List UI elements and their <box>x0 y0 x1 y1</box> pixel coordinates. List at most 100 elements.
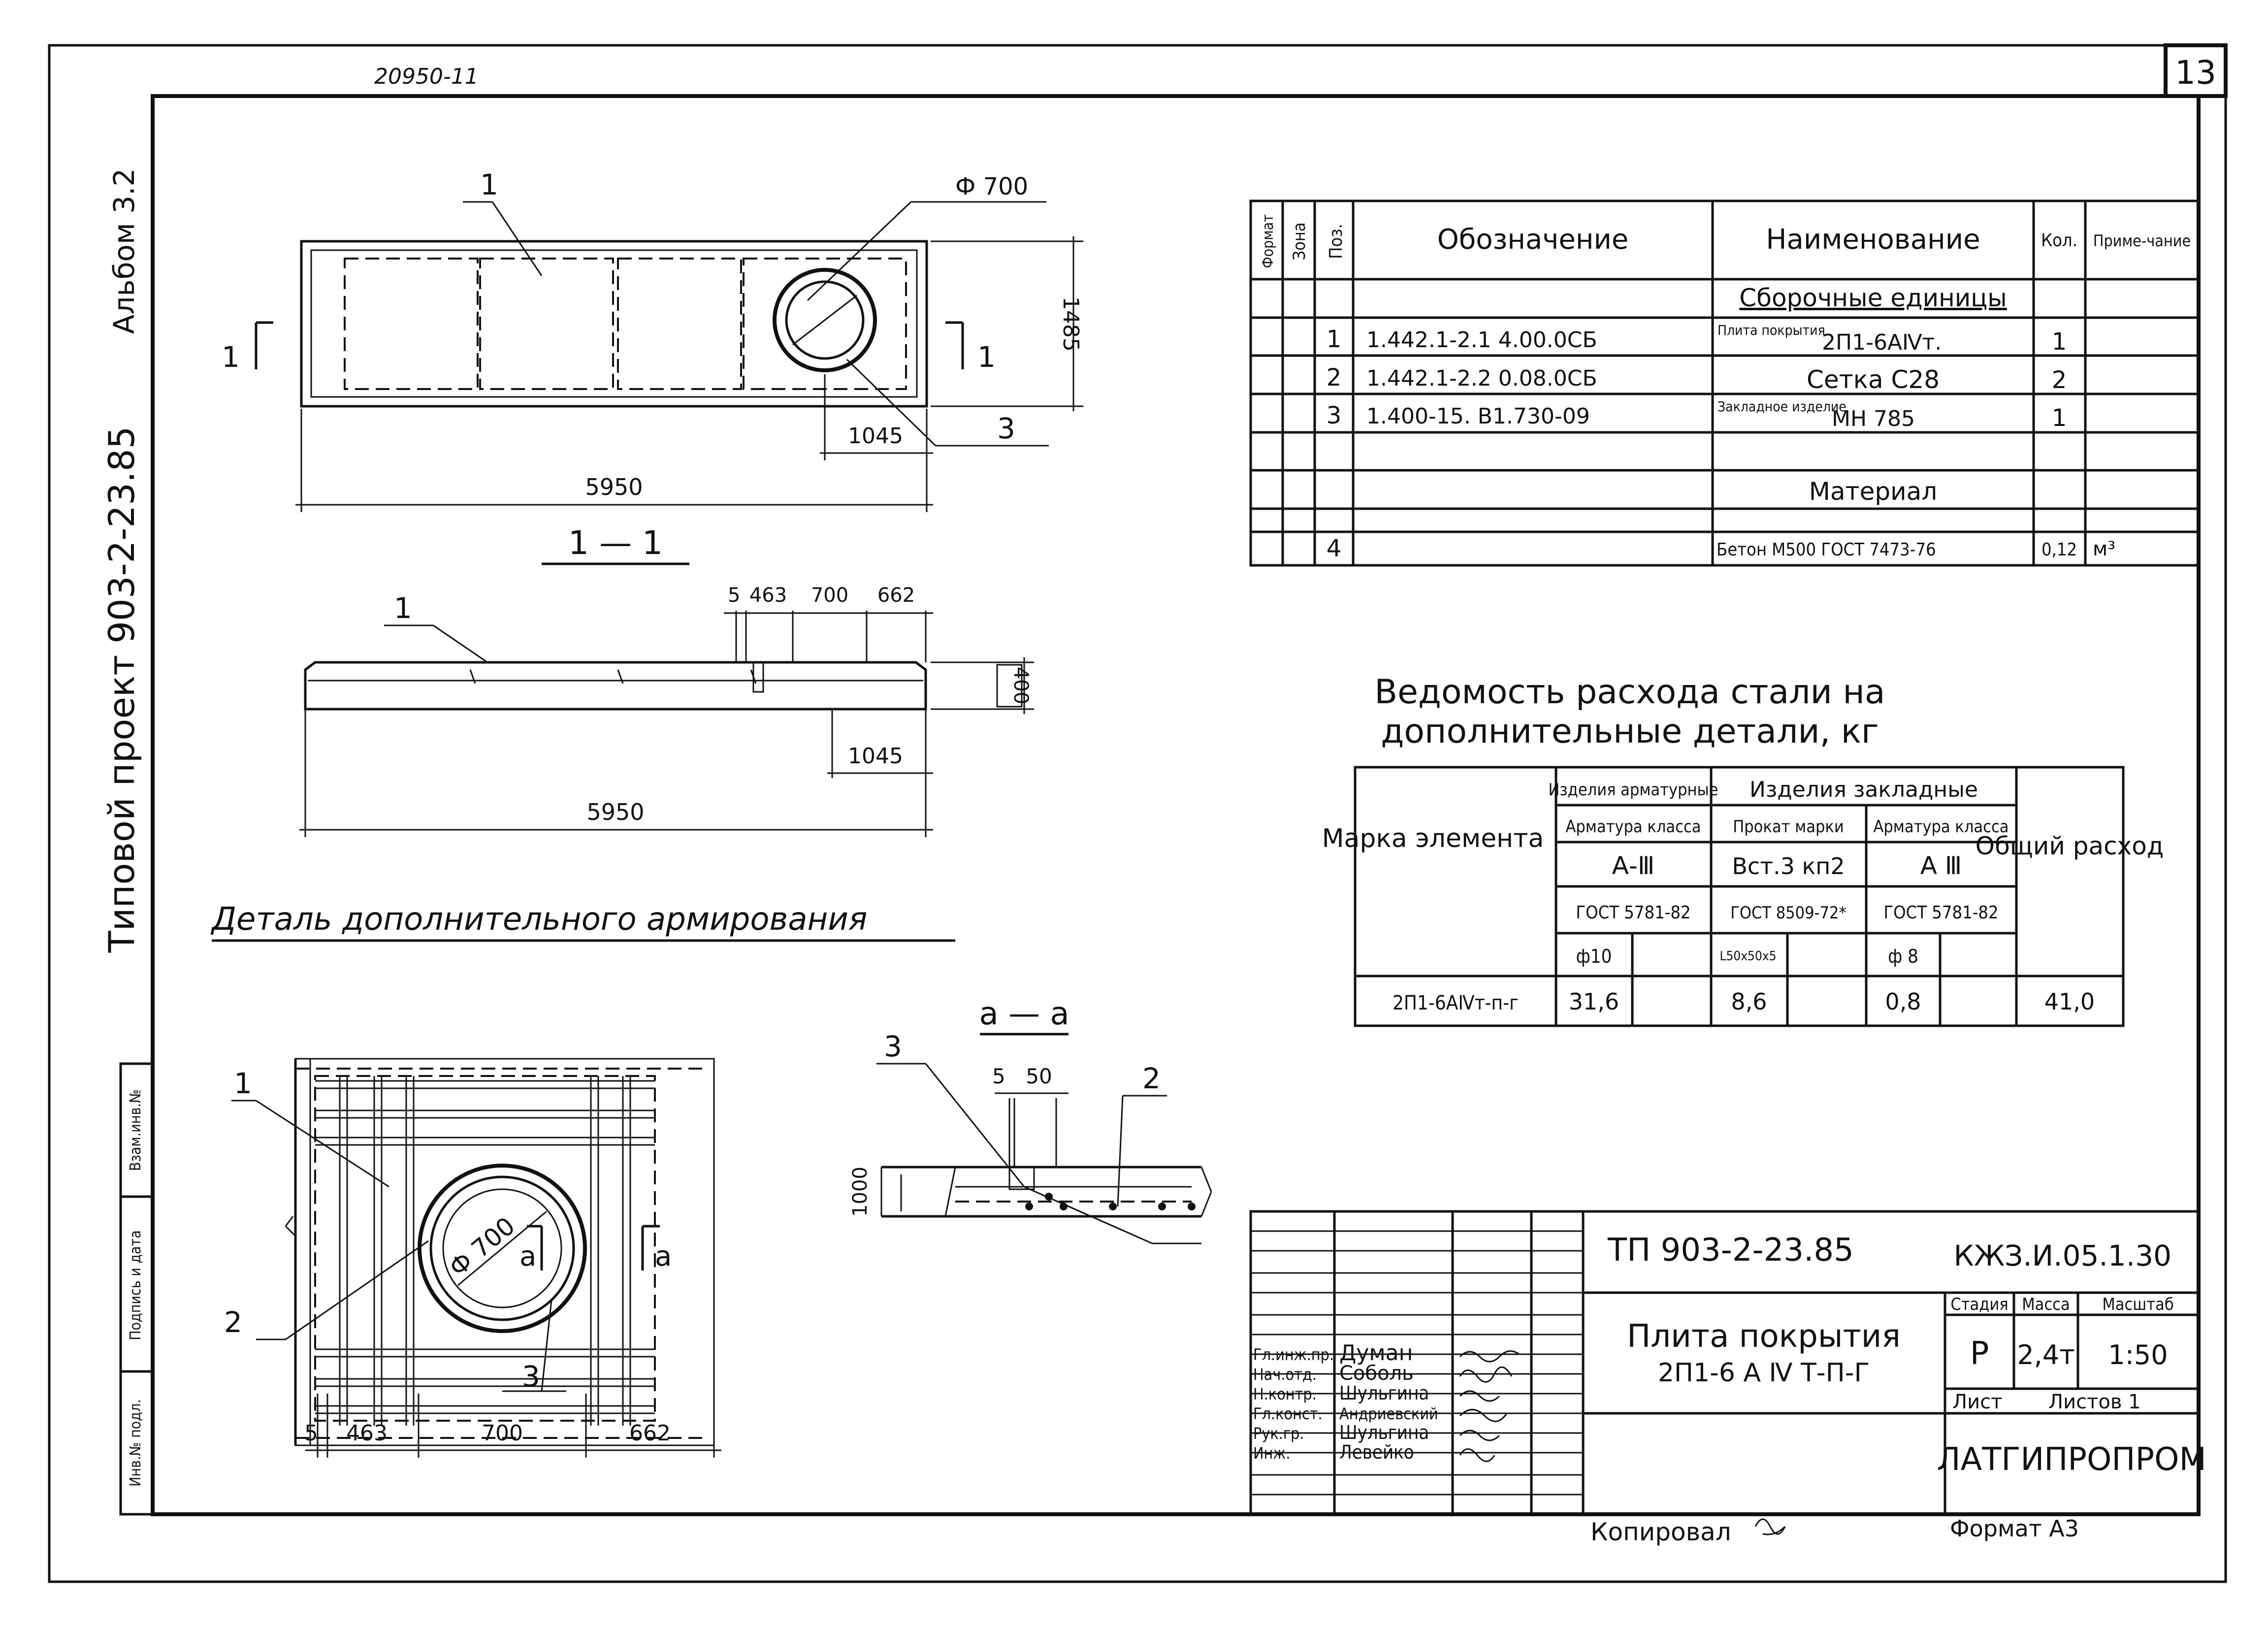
plan-dim-width: 5950 <box>585 474 643 500</box>
spec-mat-note: м³ <box>2093 538 2115 560</box>
plan-dim-offset: 1045 <box>848 424 903 449</box>
section-aa-dim-5: 5 <box>992 1064 1005 1088</box>
steel-title-1: Ведомость расхода стали на <box>1374 673 1885 712</box>
spec-hdr-note: Приме-чание <box>2093 231 2191 250</box>
tb-project: ТП 903-2-23.85 <box>1607 1232 1854 1269</box>
steel-group-arm: Изделия арматурные <box>1549 780 1718 800</box>
steel-class-2: Вст.3 кп2 <box>1732 853 1845 880</box>
steel-val-3: 0,8 <box>1885 988 1921 1015</box>
tb-role-3: Н.контр. <box>1253 1385 1317 1403</box>
section-1-1: 1 — 1 1 5 463 700 662 400 1045 <box>299 524 1034 837</box>
detail-mark-a-right: a <box>655 1240 672 1272</box>
spec-hdr-pos: Поз. <box>1326 224 1346 259</box>
spec-mat-name: Бетон М500 ГОСТ 7473-76 <box>1717 540 1936 560</box>
plan-pos-label: 1 <box>480 168 498 201</box>
spec-row3-name: МН 785 <box>1832 406 1915 431</box>
section-a-a: а — а 1000 5 50 3 2 <box>849 996 1212 1244</box>
steel-sub-prokat: Прокат марки <box>1733 817 1844 837</box>
spec-row3-qty: 1 <box>2052 404 2067 432</box>
tb-org: ЛАТГИПРОПРОМ <box>1937 1441 2206 1478</box>
steel-class-1: А-Ⅲ <box>1612 851 1655 880</box>
section-mark-left: 1 <box>222 340 240 374</box>
steel-size-3: ф 8 <box>1888 945 1918 967</box>
spec-row1-qty: 1 <box>2052 328 2067 356</box>
project-label: Типовой проект 903-2-23.85 <box>101 426 142 953</box>
copied-label: Копировал <box>1590 1518 1731 1546</box>
spec-hdr-zone: Зона <box>1290 222 1309 260</box>
detail-dim-662: 662 <box>629 1421 671 1446</box>
detail-label-1: 1 <box>234 1067 252 1100</box>
spec-mat-qty: 0,12 <box>2041 540 2077 560</box>
spec-hdr-qty: Кол. <box>2041 230 2077 251</box>
section-dim-1045: 1045 <box>848 744 903 769</box>
format-label: Формат А3 <box>1950 1515 2079 1542</box>
plan-circle-label: Ф 700 <box>955 173 1028 200</box>
inner-frame <box>151 94 2201 1516</box>
plan-dim-height: 1485 <box>1058 296 1083 352</box>
tb-name-3: Шульгина <box>1339 1382 1429 1404</box>
tb-sheet-label: Лист <box>1952 1391 2002 1413</box>
section-title: 1 — 1 <box>568 524 663 562</box>
section-dim-5950: 5950 <box>586 799 644 825</box>
spec-row1-name: 2П1-6АⅣт. <box>1822 330 1942 355</box>
steel-gost-3: ГОСТ 5781-82 <box>1883 903 1998 923</box>
steel-col-mark: Марка элемента <box>1322 824 1544 853</box>
sheet-number-box <box>2164 43 2228 98</box>
tb-scale-label: Масштаб <box>2102 1295 2173 1314</box>
tb-role-4: Гл.конст. <box>1253 1404 1323 1423</box>
sheet-number: 13 <box>2175 54 2216 92</box>
signature-scribbles <box>1459 1350 1520 1462</box>
spec-row1-designation: 1.442.1-2.1 4.00.0СБ <box>1366 327 1597 353</box>
steel-group-emb: Изделия закладные <box>1750 777 1978 802</box>
tb-mass-label: Масса <box>2022 1295 2070 1314</box>
album-label: Альбом 3.2 <box>107 168 141 334</box>
spec-row1-name-small: Плита покрытия <box>1717 322 1825 338</box>
spec-mat-pos: 4 <box>1327 535 1342 562</box>
tb-role-6: Инж. <box>1253 1444 1290 1463</box>
steel-title-2: дополнительные детали, кг <box>1381 712 1879 751</box>
plan-view: Ф 700 1 3 1 1 5950 1045 1485 <box>222 168 1083 512</box>
spec-group-material: Материал <box>1809 477 1938 506</box>
outer-border <box>48 44 2227 1583</box>
steel-gost-2: ГОСТ 8509-72* <box>1730 903 1847 923</box>
margin-stamp-sign: Подпись и дата <box>127 1230 144 1340</box>
section-dim-700: 700 <box>811 584 848 607</box>
steel-row-mark: 2П1-6АⅣт-п-г <box>1393 992 1519 1014</box>
tb-name-5: Шульгина <box>1339 1422 1429 1443</box>
tb-name-6: Левейко <box>1339 1441 1414 1463</box>
steel-val-2: 8,6 <box>1731 988 1767 1015</box>
spec-row3-pos: 3 <box>1327 402 1342 429</box>
spec-row2-pos: 2 <box>1327 364 1342 391</box>
detail-circle-label: Ф 700 <box>444 1211 520 1282</box>
tb-mass: 2,4т <box>2017 1339 2074 1370</box>
steel-sub-arm2: Арматура класса <box>1873 817 2009 837</box>
steel-total: 41,0 <box>2044 988 2095 1015</box>
spec-row2-qty: 2 <box>2052 366 2067 394</box>
steel-table: Ведомость расхода стали на дополнительны… <box>1322 673 2164 1027</box>
detail-mark-a-left: a <box>519 1240 536 1272</box>
tb-name-line1: Плита покрытия <box>1627 1318 1901 1355</box>
spec-hdr-format: Формат <box>1260 214 1277 268</box>
steel-size-1: ф10 <box>1576 945 1612 967</box>
spec-row2-name: Сетка С28 <box>1807 365 1940 394</box>
spec-row1-pos: 1 <box>1327 326 1342 353</box>
detail-title: Деталь дополнительного армирования <box>210 901 867 938</box>
detail-label-2: 2 <box>224 1305 242 1339</box>
section-aa-dim-50: 50 <box>1026 1064 1052 1088</box>
section-dim-5: 5 <box>728 584 740 607</box>
tb-role-2: Нач.отд. <box>1253 1365 1317 1384</box>
tb-name-1: Думан <box>1339 1340 1413 1366</box>
spec-row3-designation: 1.400-15. В1.730-09 <box>1366 404 1590 429</box>
plan-detail-label: 3 <box>997 412 1015 445</box>
steel-size-2: L50x50x5 <box>1719 949 1776 964</box>
copied-signature <box>1754 1518 1786 1535</box>
steel-class-3: А Ⅲ <box>1920 851 1962 880</box>
tb-stage-label: Стадия <box>1950 1295 2008 1314</box>
section-aa-dim-1000: 1000 <box>849 1167 872 1217</box>
tb-name-2: Соболь <box>1339 1362 1414 1385</box>
margin-stamp-inv: Взам.инв.№ <box>127 1089 144 1171</box>
detail-label-3: 3 <box>522 1360 540 1393</box>
steel-col-total: Общий расход <box>1976 832 2164 860</box>
tb-name-line2: 2П1-6 А Ⅳ Т-П-Г <box>1658 1358 1870 1388</box>
section-aa-label-2: 2 <box>1142 1062 1161 1095</box>
